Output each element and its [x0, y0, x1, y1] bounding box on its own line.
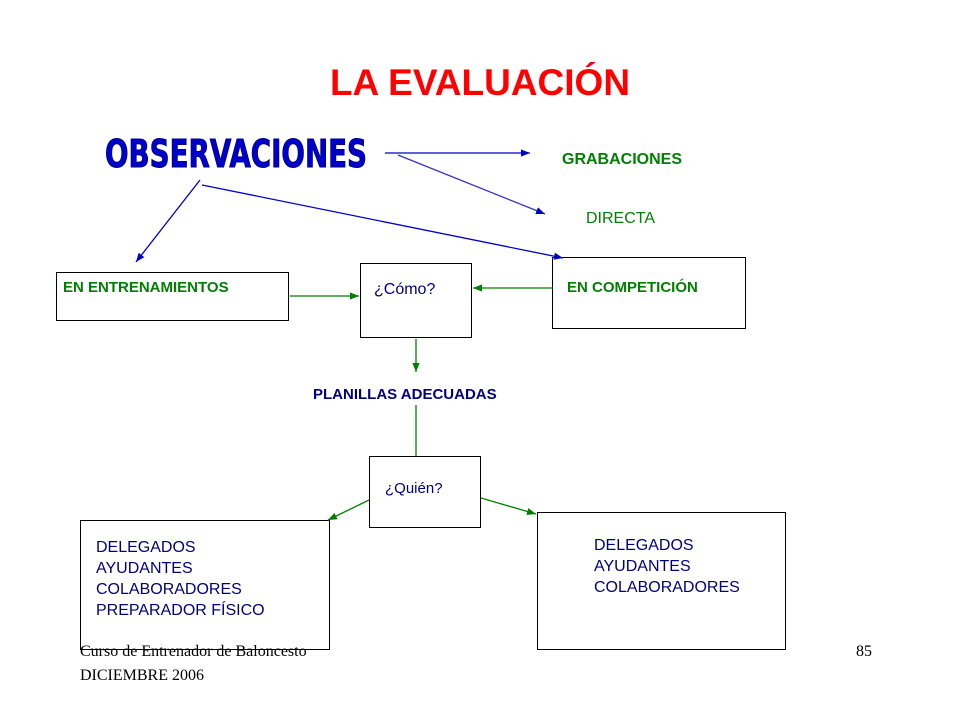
list-item: AYUDANTES — [594, 558, 691, 575]
left-list-box — [80, 520, 330, 650]
planillas-label: PLANILLAS ADECUADAS — [313, 386, 497, 403]
list-item: DELEGADOS — [594, 537, 694, 554]
observaciones-heading: OBSERVACIONES — [105, 132, 367, 176]
arrow-quien-to-right — [480, 497, 537, 515]
quien-box — [369, 456, 481, 528]
arrow-quien-to-left — [327, 499, 370, 521]
left-list: DELEGADOS AYUDANTES COLABORADORES PREPAR… — [96, 537, 265, 621]
list-item: COLABORADORES — [594, 579, 740, 596]
arrow-to-competicion — [201, 184, 564, 260]
entrenamientos-label: EN ENTRENAMIENTOS — [63, 279, 229, 296]
slide-title: LA EVALUACIÓN — [329, 62, 631, 103]
entrenamientos-box — [56, 272, 289, 321]
list-item: DELEGADOS — [96, 539, 196, 556]
directa-label: DIRECTA — [586, 210, 656, 227]
page-number: 85 — [856, 643, 872, 660]
quien-label: ¿Quién? — [385, 480, 443, 497]
arrow-to-entrenamientos — [135, 179, 201, 263]
arrow-to-directa — [397, 154, 546, 215]
como-box — [360, 263, 472, 338]
footer-line1: Curso de Entrenador de Baloncesto — [80, 643, 307, 660]
list-item: AYUDANTES — [96, 560, 193, 577]
competicion-box — [552, 257, 746, 329]
como-label: ¿Cómo? — [374, 281, 436, 298]
competicion-label: EN COMPETICIÓN — [567, 279, 698, 296]
footer-line2: DICIEMBRE 2006 — [80, 667, 204, 684]
right-list: DELEGADOS AYUDANTES COLABORADORES — [594, 535, 740, 598]
list-item: PREPARADOR FÍSICO — [96, 602, 265, 619]
footer-course: Curso de Entrenador de Baloncesto DICIEM… — [80, 640, 307, 688]
list-item: COLABORADORES — [96, 581, 242, 598]
right-list-box — [537, 512, 786, 650]
grabaciones-label: GRABACIONES — [562, 151, 683, 168]
